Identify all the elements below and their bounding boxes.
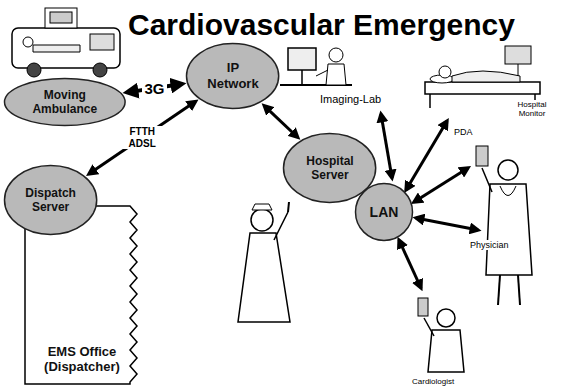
physician-coat — [486, 184, 532, 275]
node-label: LAN — [370, 204, 399, 221]
link-label: FTTH ADSL — [122, 126, 162, 149]
node-label: EMS Office (Dispatcher) — [42, 344, 122, 375]
ambulance-illustration — [12, 8, 120, 77]
server-circle: Dispatch Server — [3, 164, 98, 236]
computer-monitor — [288, 48, 316, 70]
node-label: IP Network — [203, 60, 263, 91]
node-text: EMS Office (Dispatcher) — [42, 344, 122, 375]
pda-device — [476, 146, 488, 166]
operator-body — [326, 64, 346, 85]
node-label: Dispatch Server — [21, 186, 81, 215]
physician-head — [498, 160, 518, 180]
node-text: Dispatch Server — [21, 186, 81, 215]
bed-frame — [425, 82, 540, 94]
lan-arrow — [414, 168, 468, 202]
patient-head — [439, 66, 451, 78]
wheel — [27, 63, 41, 77]
ambulance-window — [90, 34, 114, 50]
cardiologist-head — [437, 309, 455, 327]
hospital-bed-illustration — [425, 46, 540, 108]
node-text: Moving Ambulance — [25, 88, 105, 117]
ellipse-shape — [187, 44, 279, 109]
patient-head — [23, 37, 33, 47]
monitor-screen — [50, 12, 72, 23]
figure-label: Physician — [468, 240, 511, 250]
ellipse-shape — [5, 79, 126, 126]
ellipse-shape — [5, 166, 97, 235]
nurse-finger — [288, 202, 289, 212]
node-label: Hospital Server — [300, 154, 360, 183]
physician-illustration — [476, 146, 532, 305]
physician-leg — [498, 275, 500, 305]
link-arrow — [266, 107, 296, 135]
physician-leg — [518, 275, 520, 305]
ellipse-shape — [356, 184, 413, 241]
figure-label: Hospital Monitor — [512, 100, 552, 118]
blanket — [452, 71, 520, 82]
nurse-head — [251, 209, 273, 231]
wheel — [93, 63, 107, 77]
link-label: 3G — [142, 80, 166, 97]
cardiologist-illustration — [418, 298, 464, 372]
lan-circle: LAN — [354, 182, 414, 242]
handheld-device — [418, 298, 428, 316]
bedside-monitor — [505, 46, 531, 64]
monitor-stand — [301, 70, 303, 85]
node-text: Hospital Server — [300, 154, 360, 183]
node-label: Moving Ambulance — [25, 88, 105, 117]
ambulance-bubble: Moving Ambulance — [3, 77, 127, 127]
operator-arm — [316, 70, 328, 76]
physician-arm — [482, 168, 492, 192]
figure-label: PDA — [452, 127, 475, 137]
patient-body — [33, 45, 80, 52]
nurse-arm — [274, 212, 288, 240]
lan-arrow — [381, 114, 392, 178]
lan-arrow — [416, 218, 478, 230]
monitor-equipment — [45, 8, 77, 28]
lan-arrow — [406, 121, 447, 190]
operator-head — [329, 48, 343, 62]
imaging-lab-illustration — [280, 48, 352, 85]
nurse-dress — [238, 233, 290, 322]
lan-arrow — [399, 240, 421, 288]
ambulance-body — [12, 28, 120, 68]
monitor-stand — [518, 64, 519, 76]
ellipse-shape — [284, 134, 376, 203]
cardiologist-arm — [424, 318, 434, 336]
notepad-shape — [25, 206, 137, 384]
node-text: IP Network — [203, 60, 263, 91]
nurse-illustration — [238, 202, 290, 322]
figure-label: Cardiologist — [410, 377, 456, 386]
nurse-cap — [252, 204, 272, 210]
diagram-title: Cardiovascular Emergency — [128, 8, 515, 41]
figure-label: Imaging-Lab — [318, 93, 383, 106]
bed-leg — [429, 94, 431, 108]
network-circle: IP Network — [185, 42, 280, 110]
stethoscope — [500, 186, 516, 196]
node-text: LAN — [370, 204, 399, 221]
